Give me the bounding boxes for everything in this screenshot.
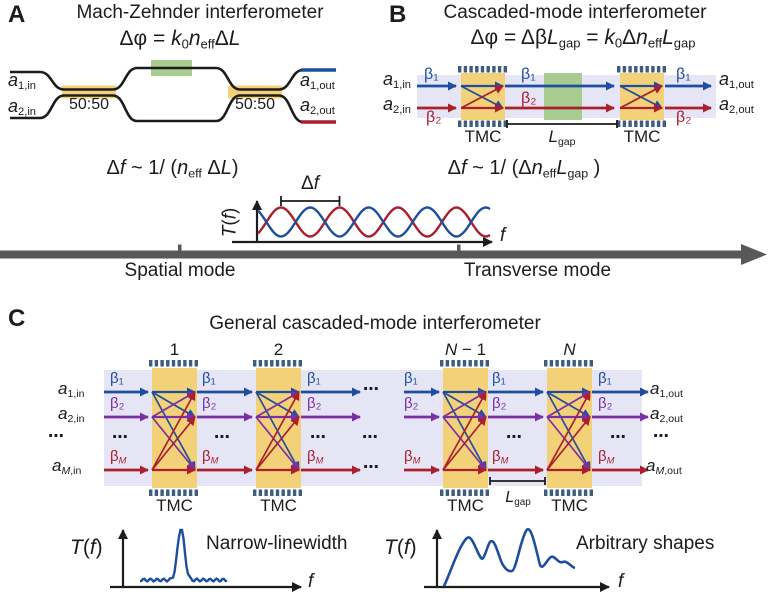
port-c1out: a1,out — [650, 379, 683, 400]
tmc-crossings — [151, 81, 663, 475]
transverse-mode-label: Transverse mode — [463, 260, 612, 281]
panel-b-tag: B — [389, 1, 407, 28]
tmc-label-c2: TMC — [260, 496, 297, 515]
tmc-label-b1: TMC — [464, 127, 502, 146]
narrow-peak-curve — [139, 528, 228, 583]
higher-mode-dots: ⋯ — [214, 429, 231, 446]
beta2-label: β₂ — [492, 395, 507, 412]
panel-a-tag: A — [8, 1, 26, 28]
plot1-xlabel: f — [308, 571, 314, 592]
panel-c-title: General cascaded-mode interferometer — [209, 313, 541, 334]
phase-section-b — [544, 73, 582, 120]
plot2-xlabel: f — [618, 571, 624, 592]
betaM-label: βM — [110, 448, 127, 466]
port-cMout: aM,out — [646, 456, 682, 477]
mode-arrows — [104, 81, 712, 475]
delta-f-label: Δf — [301, 173, 319, 194]
beta2-label: β₂ — [521, 90, 537, 107]
row1-gap-dots: ⋯ — [363, 381, 380, 398]
beta1-label: β₁ — [676, 66, 691, 83]
coupler-label-1: 50:50 — [68, 96, 110, 113]
plot1-axes — [110, 529, 302, 592]
higher-mode-dots: ⋯ — [506, 429, 523, 446]
beta1-label: β₁ — [404, 370, 418, 387]
beta1-label: β₁ — [110, 370, 124, 387]
plot2-axes — [424, 529, 610, 592]
spatial-mode-label: Spatial mode — [124, 260, 236, 281]
beta1-label: β₁ — [492, 370, 506, 387]
beta2-label: β₂ — [676, 109, 692, 126]
grating-marks — [149, 66, 666, 496]
betaM-label: βM — [492, 448, 509, 466]
lgap-label-b: Lgap — [548, 127, 576, 148]
rowM-gap-dots: ⋯ — [363, 459, 380, 476]
port-b1in: a1,in — [383, 69, 412, 92]
plot1-caption: Narrow-linewidth — [206, 533, 348, 554]
panel-b-title: Cascaded-mode interferometer — [443, 2, 707, 23]
port-b1out: a1,out — [719, 69, 754, 92]
port-a2out: a2,out — [300, 95, 335, 118]
beta1-label: β₁ — [202, 370, 216, 387]
plot2-caption: Arbitrary shapes — [576, 533, 715, 554]
port-c1in: a1,in — [58, 379, 85, 400]
panel-a-title: Mach-Zehnder interferometer — [76, 2, 324, 23]
col-label-2: 2 — [273, 340, 284, 359]
tmc-label-c1: TMC — [156, 496, 193, 515]
coupler-label-2: 50:50 — [234, 96, 276, 113]
input-dots: ⋯ — [48, 428, 65, 445]
betaM-label: βM — [598, 448, 615, 466]
higher-mode-dots: ⋯ — [112, 429, 129, 446]
betaM-label: βM — [202, 448, 219, 466]
port-b2in: a2,in — [383, 94, 412, 117]
panel-b-phase-formula: Δφ = ΔβLgap = k0ΔneffLgap — [470, 26, 696, 51]
mode-axis — [0, 244, 767, 265]
panel-a-phase-formula: Δφ = k0neffΔL — [119, 27, 241, 52]
port-b2out: a2,out — [719, 94, 754, 117]
plot2-ylabel: T(f) — [384, 536, 417, 559]
port-a1in: a1,in — [8, 70, 37, 93]
beta2-label: β₂ — [202, 395, 217, 412]
sine-blue — [257, 206, 491, 238]
higher-mode-dots: ⋯ — [610, 429, 627, 446]
port-cMin: aM,in — [52, 456, 82, 477]
tmc-label-c4: TMC — [551, 496, 588, 515]
panel-c-tag: C — [8, 305, 26, 332]
mid-plot-xlabel: f — [500, 225, 506, 246]
betaM-label: βM — [307, 448, 324, 466]
mid-plot-axes — [232, 200, 493, 247]
betaM-label: βM — [404, 448, 421, 466]
plot1-ylabel: T(f) — [70, 536, 103, 559]
col-label-n1: N − 1 — [444, 340, 487, 359]
col-label-n: N — [563, 340, 576, 359]
beta2-label: β₂ — [110, 395, 125, 412]
sine-red — [257, 206, 491, 238]
panel-a-freq-formula: Δf ~ 1/ (neff ΔL) — [106, 157, 239, 181]
beta2-label: β₂ — [307, 395, 322, 412]
higher-mode-dots: ⋯ — [310, 429, 327, 446]
lgap-label-c: Lgap — [505, 489, 531, 508]
col-label-1: 1 — [169, 340, 180, 359]
beta2-label: β₂ — [404, 395, 419, 412]
port-a2in: a2,in — [8, 96, 37, 119]
beta2-label: β₂ — [426, 109, 442, 126]
output-dots: ⋯ — [653, 428, 670, 445]
beta1-label: β₁ — [424, 66, 439, 83]
arbitrary-shape-curve — [442, 527, 576, 587]
mzi-waveguides — [10, 66, 335, 124]
beta1-label: β₁ — [307, 370, 321, 387]
tmc-label-c3: TMC — [447, 496, 484, 515]
higher-mode-dots: ⋯ — [362, 429, 379, 446]
port-c2out: a2,out — [650, 404, 683, 425]
beta2-label: β₂ — [598, 395, 613, 412]
beta1-label: β₁ — [521, 66, 536, 83]
mid-plot-ylabel: T(f) — [219, 207, 241, 238]
dimension-brackets — [280, 120, 618, 485]
port-c2in: a2,in — [58, 404, 85, 425]
tmc-label-b2: TMC — [623, 127, 661, 146]
beta1-label: β₁ — [598, 370, 612, 387]
port-a1out: a1,out — [300, 70, 335, 93]
panel-b-freq-formula: Δf ~ 1/ (ΔneffLgap ) — [447, 157, 601, 181]
